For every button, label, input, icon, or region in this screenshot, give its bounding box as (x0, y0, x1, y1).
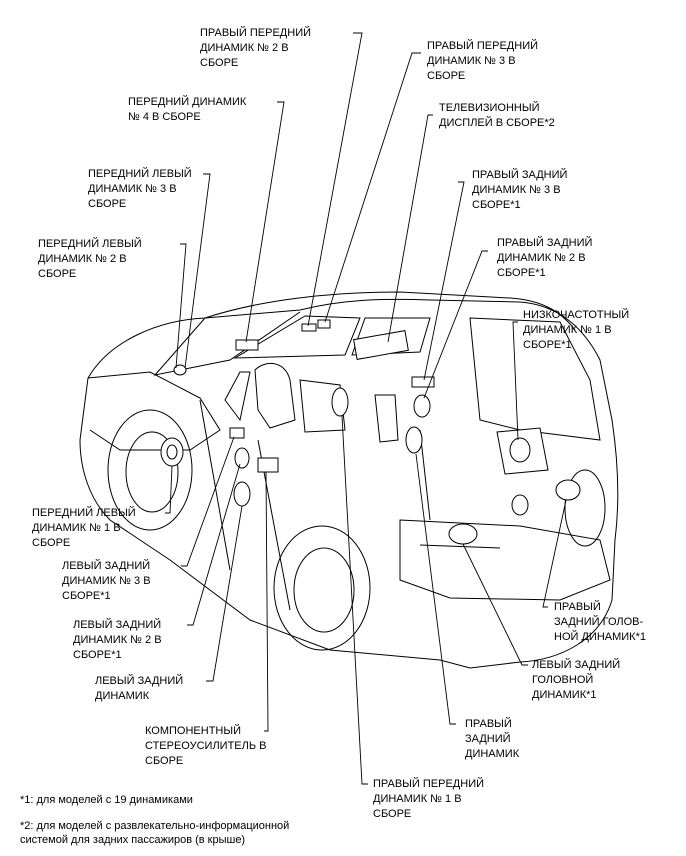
stereo-amplifier (257, 457, 279, 473)
rear-right-wheel (564, 469, 606, 547)
speaker-front-left-2 (173, 364, 187, 376)
leader-lines (165, 32, 567, 785)
speaker-rear-right-2 (413, 394, 431, 418)
speaker-rear-right-head (555, 479, 581, 501)
speaker-front-right-3 (317, 319, 331, 329)
label-rear-left-head-speaker: ЛЕВЫЙ ЗАДНИЙ ГОЛОВНОЙ ДИНАМИК*1 (532, 659, 621, 701)
footnote-1: *1: для моделей с 19 динамиками (20, 794, 193, 806)
front-wheel (107, 409, 193, 531)
speaker-front-right-1 (331, 387, 349, 417)
vehicle-body-outline (79, 298, 619, 669)
speaker-rear-left (233, 481, 251, 507)
speaker-rear-left-2 (234, 447, 250, 469)
tv-display (353, 330, 409, 360)
label-rear-left-speaker-3: ЛЕВЫЙ ЗАДНИЙ ДИНАМИК № 3 В СБОРЕ*1 (62, 560, 151, 602)
label-rear-right-speaker: ПРАВЫЙ ЗАДНИЙ ДИНАМИК (465, 718, 520, 760)
label-rear-right-speaker-2: ПРАВЫЙ ЗАДНИЙ ДИНАМИК № 2 В СБОРЕ*1 (497, 237, 593, 279)
label-subwoofer: НИЗКОЧАСТОТНЫЙ ДИНАМИК № 1 В СБОРЕ*1 (523, 309, 630, 351)
label-rear-right-speaker-3: ПРАВЫЙ ЗАДНИЙ ДИНАМИК № 3 В СБОРЕ*1 (472, 169, 568, 211)
label-rear-left-speaker: ЛЕВЫЙ ЗАДНИЙ ДИНАМИК (95, 675, 184, 702)
label-front-right-speaker-1: ПРАВЫЙ ПЕРЕДНИЙ ДИНАМИК № 1 В СБОРЕ (373, 778, 485, 820)
label-front-right-speaker-3: ПРАВЫЙ ПЕРЕДНИЙ ДИНАМИК № 3 В СБОРЕ (427, 40, 539, 82)
speaker-rear-left-head (448, 523, 478, 545)
label-front-left-speaker-1: ПЕРЕДНИЙ ЛЕВЫЙ ДИНАМИК № 1 В СБОРЕ (32, 507, 136, 549)
footnote-2: *2: для моделей с развлекательно-информа… (20, 820, 290, 846)
speaker-rear-right (405, 426, 423, 454)
label-front-left-speaker-3: ПЕРЕДНИЙ ЛЕВЫЙ ДИНАМИК № 3 В СБОРЕ (88, 168, 192, 210)
speaker-front-4 (235, 339, 259, 351)
speaker-front-right-2 (301, 323, 317, 332)
label-rear-left-speaker-2: ЛЕВЫЙ ЗАДНИЙ ДИНАМИК № 2 В СБОРЕ*1 (73, 619, 162, 661)
speaker-rear-left-3 (229, 427, 245, 439)
label-front-speaker-4: ПЕРЕДНИЙ ДИНАМИК № 4 В СБОРЕ (128, 96, 247, 123)
speaker-rear-right-3 (411, 376, 435, 388)
label-front-right-speaker-2: ПРАВЫЙ ПЕРЕДНИЙ ДИНАМИК № 2 В СБОРЕ (200, 27, 312, 69)
rear-left-wheel (273, 525, 371, 651)
label-front-left-speaker-2: ПЕРЕДНИЙ ЛЕВЫЙ ДИНАМИК № 2 В СБОРЕ (38, 238, 142, 280)
label-tv-display: ТЕЛЕВИЗИОННЫЙ ДИСПЛЕЙ В СБОРЕ*2 (439, 102, 555, 129)
label-rear-right-head-speaker: ПРАВЫЙ ЗАДНИЙ ГОЛОВ- НОЙ ДИНАМИК*1 (554, 601, 646, 643)
label-stereo-amplifier: КОМПОНЕНТНЫЙ СТЕРЕОУСИЛИТЕЛЬ В СБОРЕ (145, 725, 267, 767)
